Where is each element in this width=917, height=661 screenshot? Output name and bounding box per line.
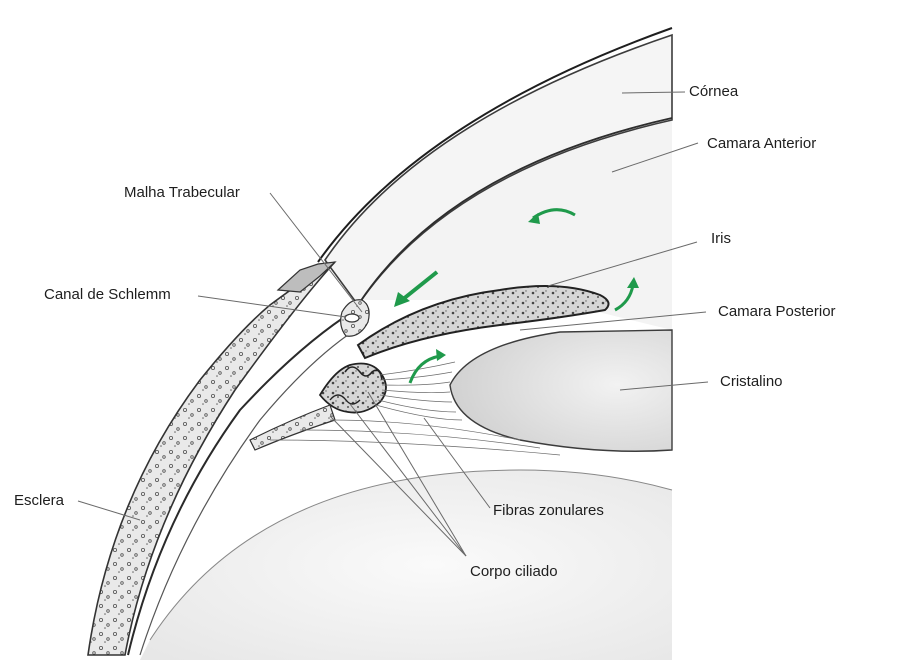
label-posterior-chamber: Camara Posterior [718,303,836,321]
label-sclera: Esclera [14,492,64,510]
flow-arrow-posterior [410,356,440,383]
flow-arrow-posterior-head [436,349,446,361]
label-schlemm-canal: Canal de Schlemm [44,286,171,304]
label-iris: Iris [711,230,731,248]
ciliary-body-shape [250,364,386,450]
label-trabecular-meshwork: Malha Trabecular [124,184,240,202]
label-anterior-chamber: Camara Anterior [707,135,816,153]
label-zonular-fibers: Fibras zonulares [493,502,604,520]
trabecular-meshwork-shape [341,300,369,336]
vitreous-body [140,470,672,660]
label-cornea: Córnea [689,83,738,101]
label-lens: Cristalino [720,373,783,391]
label-ciliary-body: Corpo ciliado [470,563,558,581]
